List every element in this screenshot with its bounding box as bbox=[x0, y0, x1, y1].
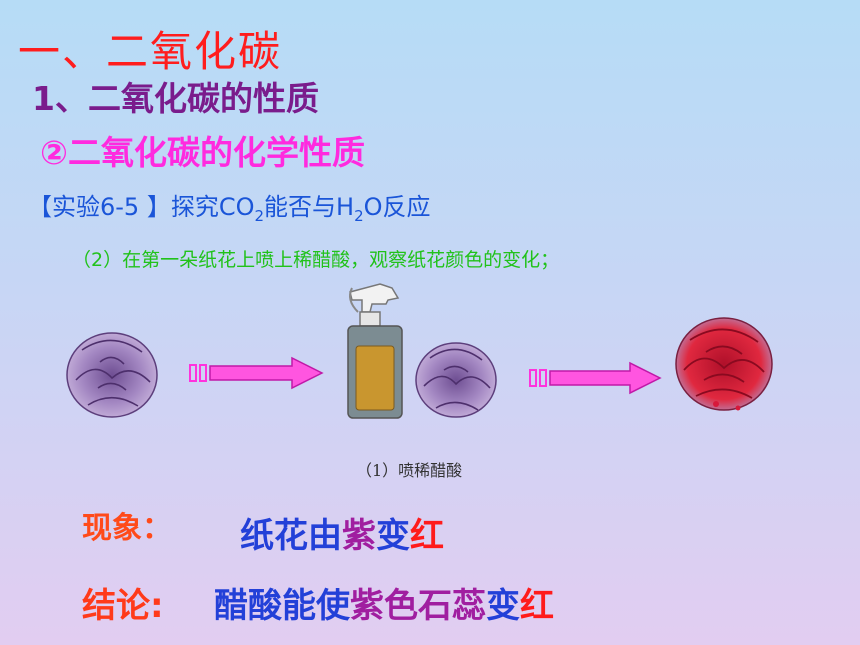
phenomenon-text: 纸花由紫变红 bbox=[240, 508, 444, 557]
experiment-label: 【实验6-5 】探究CO bbox=[28, 193, 255, 221]
purple-flower-icon-2 bbox=[415, 342, 497, 418]
spray-bottle-icon bbox=[347, 283, 403, 419]
conclusion-part-2: 紫色 bbox=[350, 586, 418, 626]
conclusion-part-1: 醋酸能使 bbox=[214, 586, 350, 626]
phenomenon-label: 现象： bbox=[82, 511, 172, 546]
phenomenon-part-4: 红 bbox=[410, 516, 444, 556]
subscript-2b: 2 bbox=[354, 206, 364, 225]
red-flower-icon bbox=[675, 317, 773, 411]
subscript-2a: 2 bbox=[254, 206, 265, 225]
experiment-step: （2）在第一朵纸花上喷上稀醋酸，观察纸花颜色的变化； bbox=[72, 249, 560, 271]
conclusion-text: 醋酸能使紫色石蕊变红 bbox=[214, 578, 554, 627]
conclusion-part-4: 变 bbox=[486, 586, 520, 626]
purple-flower-icon bbox=[66, 332, 158, 418]
main-title: 一、二氧化碳 bbox=[18, 27, 283, 76]
experiment-end: O反应 bbox=[363, 193, 431, 221]
experiment-title: 【实验6-5 】探究CO2能否与H2O反应 bbox=[28, 187, 431, 225]
phenomenon-part-2: 紫 bbox=[342, 516, 376, 556]
conclusion-label: 结论: bbox=[82, 586, 164, 626]
section-heading: 1、二氧化碳的性质 bbox=[32, 79, 319, 118]
conclusion-part-3: 石蕊 bbox=[418, 586, 486, 626]
arrow-icon-2 bbox=[529, 361, 662, 395]
phenomenon-part-1: 纸花由 bbox=[240, 516, 342, 556]
subsection-heading: ②二氧化碳的化学性质 bbox=[40, 133, 365, 172]
arrow-icon-1 bbox=[189, 356, 324, 390]
illustration-caption: （1）喷稀醋酸 bbox=[356, 461, 463, 480]
conclusion-part-5: 红 bbox=[520, 586, 554, 626]
phenomenon-part-3: 变 bbox=[376, 516, 410, 556]
experiment-mid: 能否与H bbox=[264, 193, 355, 221]
